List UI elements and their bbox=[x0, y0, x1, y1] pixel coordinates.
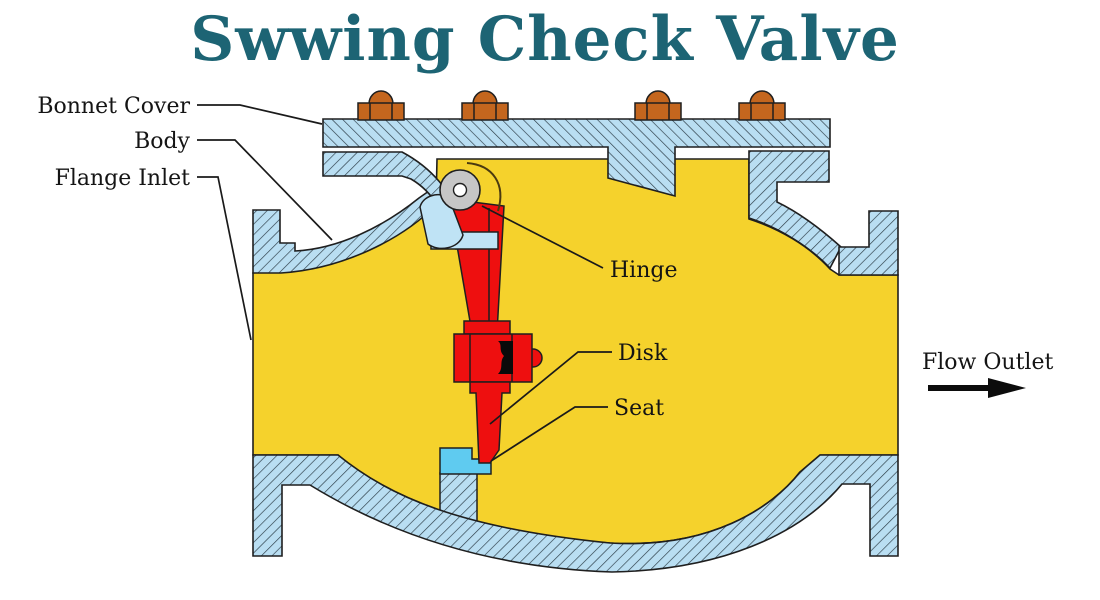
leader-disk bbox=[489, 351, 612, 425]
leader-body bbox=[197, 139, 333, 241]
bolt-icon bbox=[634, 90, 682, 121]
flange-outlet-shape bbox=[838, 210, 899, 276]
leader-bonnet-cover bbox=[197, 104, 323, 125]
body-bottom-bowl bbox=[252, 454, 899, 573]
swing-arc-icon bbox=[466, 162, 502, 212]
hinge-pin bbox=[439, 169, 481, 211]
label-flange-inlet: Flange Inlet bbox=[55, 166, 191, 191]
label-hinge: Hinge bbox=[610, 258, 678, 283]
leader-lines bbox=[197, 104, 612, 462]
label-seat: Seat bbox=[614, 396, 664, 421]
label-body: Body bbox=[134, 129, 190, 154]
bolt-icon bbox=[738, 90, 786, 121]
label-disk: Disk bbox=[618, 341, 668, 366]
leader-seat bbox=[490, 406, 608, 462]
flow-arrow-icon bbox=[928, 378, 1026, 398]
leader-hinge bbox=[481, 205, 604, 269]
bolt-icon bbox=[461, 90, 509, 121]
bonnet-cover-shape bbox=[322, 118, 831, 198]
label-bonnet-cover: Bonnet Cover bbox=[37, 94, 190, 119]
bolt-icon bbox=[357, 90, 405, 121]
bonnet-bolts bbox=[357, 90, 786, 121]
leader-flange-inlet bbox=[197, 176, 252, 341]
diagram-title: Swwing Check Valve bbox=[190, 4, 900, 75]
label-flow-outlet: Flow Outlet bbox=[922, 350, 1053, 375]
